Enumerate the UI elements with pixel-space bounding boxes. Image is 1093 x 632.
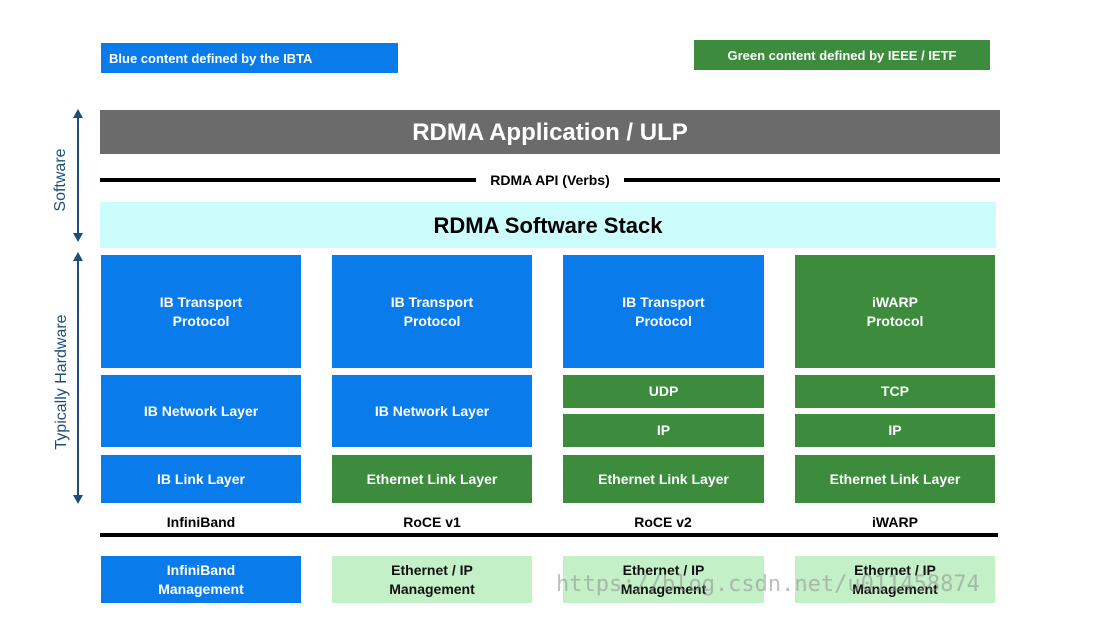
col3-transport: IB Transport Protocol xyxy=(563,255,764,368)
col3-management-label: Ethernet / IP Management xyxy=(620,561,707,597)
rdma-application-bar: RDMA Application / ULP xyxy=(100,110,1000,154)
software-arrow-line xyxy=(77,116,79,234)
hardware-arrow-line xyxy=(77,259,79,497)
col4-ip: IP xyxy=(795,414,995,447)
software-arrow-head-up xyxy=(73,109,83,118)
software-arrow-head-down xyxy=(73,233,83,242)
watermark-text: https://blog.csdn.net/u011458874 xyxy=(556,572,980,597)
col1-link-label: IB Link Layer xyxy=(157,470,245,487)
col1-management-label: InfiniBand Management xyxy=(158,561,244,597)
legend-ieee: Green content defined by IEEE / IETF xyxy=(694,40,990,70)
col4-tcp-label: TCP xyxy=(881,383,909,399)
management-divider xyxy=(100,533,998,537)
col4-management: Ethernet / IP Management xyxy=(795,556,995,603)
rdma-software-stack-bar: RDMA Software Stack xyxy=(100,202,996,248)
legend-ibta-label: Blue content defined by the IBTA xyxy=(109,50,313,66)
col4-transport: iWARP Protocol xyxy=(795,255,995,368)
col2-transport-label: IB Transport Protocol xyxy=(390,293,474,329)
col3-link: Ethernet Link Layer xyxy=(563,455,764,503)
col3-link-label: Ethernet Link Layer xyxy=(598,470,729,487)
api-label-box: RDMA API (Verbs) xyxy=(476,170,624,190)
rdma-application-label: RDMA Application / ULP xyxy=(412,118,688,146)
col1-network: IB Network Layer xyxy=(101,375,301,447)
col2-management: Ethernet / IP Management xyxy=(332,556,532,603)
software-label: Software xyxy=(52,148,69,212)
col1-management: InfiniBand Management xyxy=(101,556,301,603)
col2-transport: IB Transport Protocol xyxy=(332,255,532,368)
hardware-arrow-head-up xyxy=(73,252,83,261)
col2-management-label: Ethernet / IP Management xyxy=(389,561,475,597)
col4-link-label: Ethernet Link Layer xyxy=(829,470,961,487)
col1-transport-label: IB Transport Protocol xyxy=(159,293,243,329)
col1-transport: IB Transport Protocol xyxy=(101,255,301,368)
api-label: RDMA API (Verbs) xyxy=(490,172,610,188)
legend-ibta: Blue content defined by the IBTA xyxy=(101,43,398,73)
col3-udp-label: UDP xyxy=(648,383,679,399)
col4-transport-label: iWARP Protocol xyxy=(866,293,924,329)
col1-name: InfiniBand xyxy=(166,514,236,530)
col2-name: RoCE v1 xyxy=(403,514,461,530)
col2-network: IB Network Layer xyxy=(332,375,532,447)
hardware-label: Typically Hardware xyxy=(53,314,70,450)
col1-link: IB Link Layer xyxy=(101,455,301,503)
col2-link-label: Ethernet Link Layer xyxy=(366,470,498,487)
col3-ip: IP xyxy=(563,414,764,447)
col2-link: Ethernet Link Layer xyxy=(332,455,532,503)
rdma-software-stack-label: RDMA Software Stack xyxy=(433,212,663,238)
col4-ip-label: IP xyxy=(888,422,902,438)
col3-transport-label: IB Transport Protocol xyxy=(622,293,705,329)
legend-ieee-label: Green content defined by IEEE / IETF xyxy=(727,47,957,63)
col1-network-label: IB Network Layer xyxy=(143,402,259,419)
col4-name: iWARP xyxy=(872,514,918,530)
col3-ip-label: IP xyxy=(656,422,671,438)
col3-udp: UDP xyxy=(563,375,764,408)
col4-link: Ethernet Link Layer xyxy=(795,455,995,503)
col2-network-label: IB Network Layer xyxy=(374,402,490,419)
col4-management-label: Ethernet / IP Management xyxy=(852,561,938,597)
col3-name: RoCE v2 xyxy=(634,514,692,530)
col3-management: Ethernet / IP Management xyxy=(563,556,764,603)
hardware-arrow-head-down xyxy=(73,495,83,504)
col4-tcp: TCP xyxy=(795,375,995,408)
